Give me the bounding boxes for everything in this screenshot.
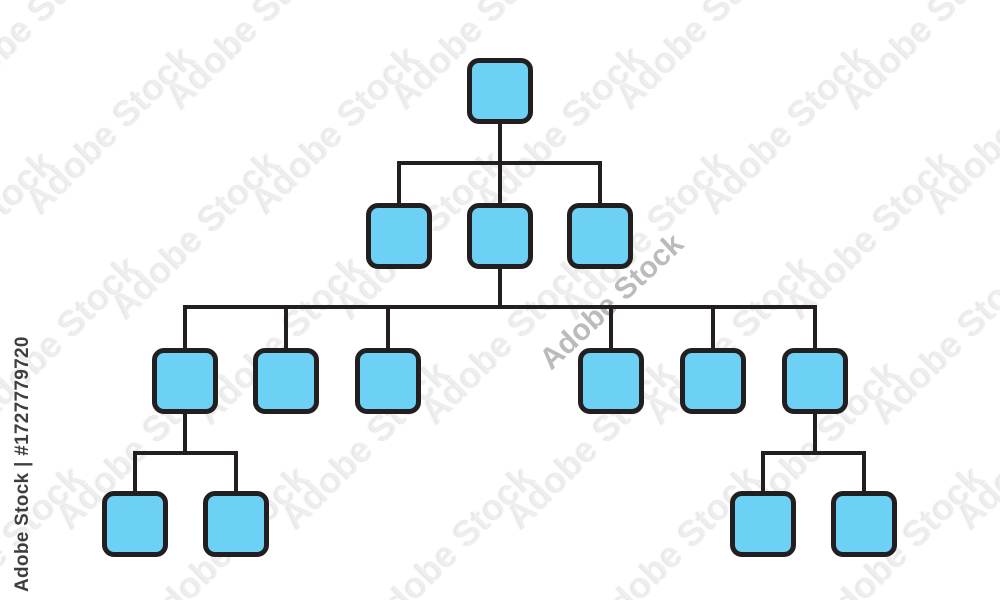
- flowchart-node-n4a: [102, 491, 168, 557]
- flowchart-node-n2c: [567, 203, 633, 269]
- flowchart-node-n4d: [831, 491, 897, 557]
- flowchart-node-n3c: [355, 348, 421, 414]
- flowchart-node-n4c: [730, 491, 796, 557]
- flowchart-node-n3d: [578, 348, 644, 414]
- watermark-credit-label: Adobe Stock | #1727779720: [12, 336, 33, 592]
- flowchart-node-root: [467, 58, 533, 124]
- connector-path: [761, 414, 866, 491]
- connector-path: [183, 269, 817, 348]
- flowchart-node-n3b: [253, 348, 319, 414]
- flowchart-node-n3f: [782, 348, 848, 414]
- flowchart-node-n3a: [152, 348, 218, 414]
- connector-path: [397, 124, 602, 203]
- flowchart-node-n2a: [366, 203, 432, 269]
- connector-path: [133, 414, 238, 491]
- flowchart-node-n3e: [680, 348, 746, 414]
- flowchart-node-n2b: [467, 203, 533, 269]
- flowchart-node-n4b: [203, 491, 269, 557]
